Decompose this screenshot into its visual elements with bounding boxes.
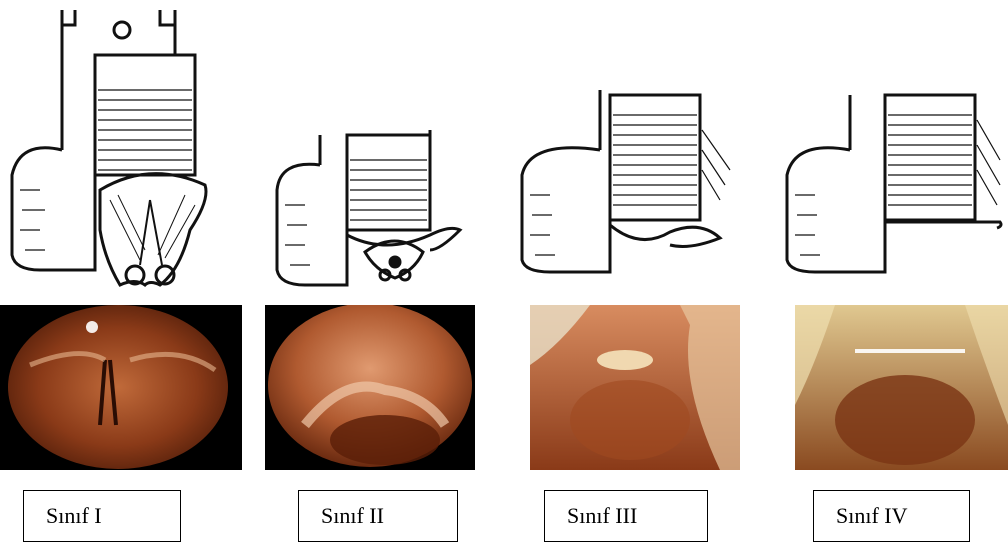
illustration-class-4 <box>775 0 1005 290</box>
label-class-2: Sınıf II <box>298 490 458 542</box>
illustration-class-1 <box>0 0 230 290</box>
label-class-4: Sınıf IV <box>813 490 970 542</box>
photo-class-4 <box>795 305 1008 470</box>
illustration-class-2 <box>265 0 495 290</box>
label-class-1: Sınıf I <box>23 490 181 542</box>
label-class-4-text: Sınıf IV <box>836 503 908 529</box>
photo-class-3 <box>530 305 740 470</box>
photo-class-1 <box>0 305 242 470</box>
label-class-3-text: Sınıf III <box>567 503 637 529</box>
label-class-2-text: Sınıf II <box>321 503 384 529</box>
photo-class-2 <box>265 305 475 470</box>
label-class-1-text: Sınıf I <box>46 503 102 529</box>
label-class-3: Sınıf III <box>544 490 708 542</box>
illustration-class-3 <box>510 0 740 290</box>
